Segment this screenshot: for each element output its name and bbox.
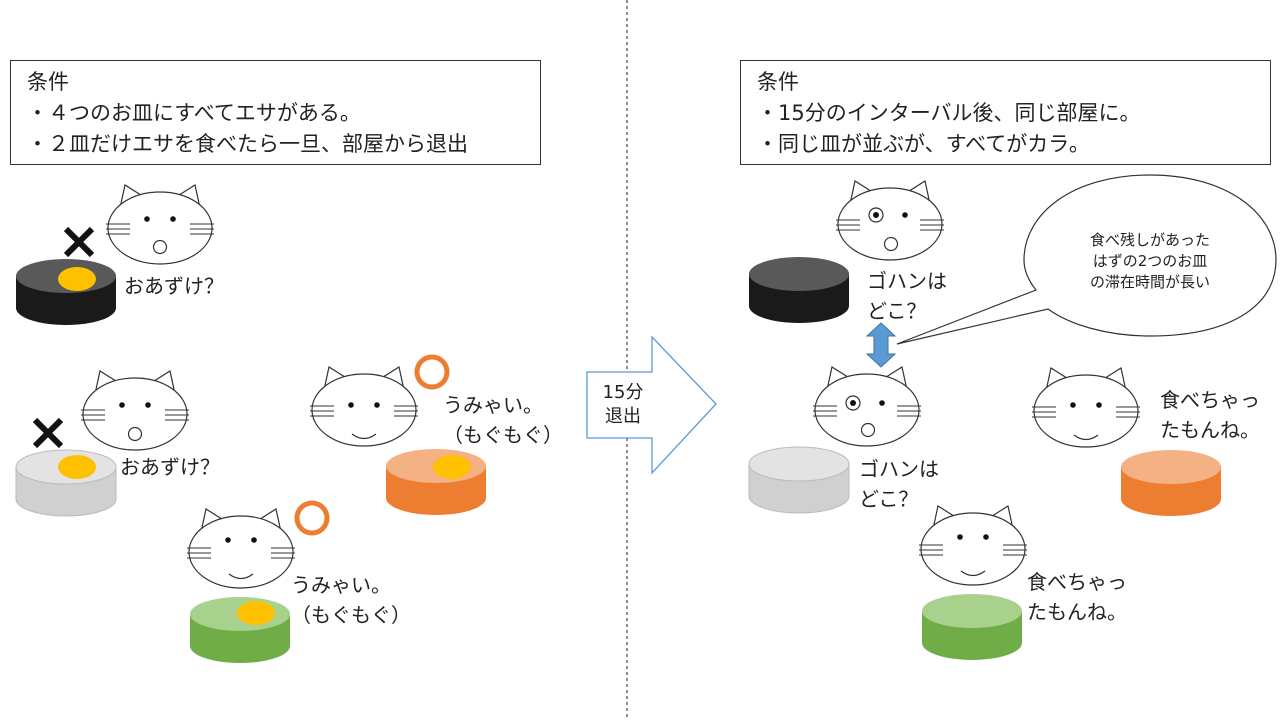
conditions-box-right: 条件 ・15分のインターバル後、同じ部屋に。 ・同じ皿が並ぶが、すべてがカラ。: [740, 60, 1271, 165]
bowl-gray-right: [748, 446, 850, 514]
cat-face-gray-right: [812, 366, 922, 447]
speech-gray-right: ゴハンは どこ？: [859, 454, 939, 514]
bubble-line-2: はずの2つのお皿: [1092, 252, 1208, 270]
speech-bubble: [896, 174, 1277, 345]
transition-line-1: 15分: [602, 382, 644, 403]
bowl-black-left: [16, 259, 116, 325]
speech-orange-left-line-1: うみゃい。: [443, 393, 543, 417]
condition-item-left-2: ・２皿だけエサを食べたら一旦、部屋から退出: [27, 132, 468, 156]
circle-mark-orange: [414, 354, 450, 390]
speech-gray-right-line-2: どこ？: [859, 487, 919, 511]
speech-green-left-line-2: （もぐもぐ）: [291, 603, 411, 627]
bowl-green-right: [922, 594, 1022, 660]
food-gray-left: [58, 455, 96, 479]
speech-orange-right-line-2: たもんね。: [1160, 418, 1260, 442]
bubble-text: 食べ残しがあった はずの2つのお皿 の滞在時間が長い: [1046, 230, 1254, 293]
speech-gray-right-line-1: ゴハンは: [859, 457, 939, 481]
cat-face-orange-right: [1031, 367, 1141, 448]
speech-green-right-line-2: たもんね。: [1027, 600, 1127, 624]
cat-face-green-right: [918, 505, 1028, 586]
speech-gray-left: おあずけ？: [120, 455, 220, 479]
condition-item-right-1: ・15分のインターバル後、同じ部屋に。: [757, 101, 1141, 125]
condition-item-right-2: ・同じ皿が並ぶが、すべてがカラ。: [757, 132, 1090, 156]
transition-line-2: 退出: [605, 406, 641, 427]
speech-green-left: うみゃい。 （もぐもぐ）: [291, 570, 411, 630]
bowl-orange-left: [386, 449, 486, 515]
cat-face-green-left: [186, 508, 296, 589]
bubble-line-3: の滞在時間が長い: [1089, 273, 1210, 291]
speech-black-right-line-1: ゴハンは: [867, 269, 947, 293]
speech-black-right: ゴハンは どこ？: [867, 266, 947, 326]
conditions-title-right: 条件: [757, 70, 799, 94]
transition-arrow: [586, 335, 717, 475]
speech-green-right: 食べちゃっ たもんね。: [1027, 567, 1127, 627]
speech-orange-left-line-2: （もぐもぐ）: [443, 423, 563, 447]
bowl-orange-right: [1121, 450, 1221, 516]
bowl-gray-left: [15, 449, 117, 517]
conditions-title-left: 条件: [27, 70, 69, 94]
cat-face-black-left: [105, 184, 215, 265]
bubble-line-1: 食べ残しがあった: [1089, 231, 1210, 249]
speech-green-right-line-1: 食べちゃっ: [1027, 570, 1127, 594]
speech-black-right-line-2: どこ？: [867, 299, 927, 323]
speech-orange-left: うみゃい。 （もぐもぐ）: [443, 390, 563, 450]
conditions-box-left: 条件 ・４つのお皿にすべてエサがある。 ・２皿だけエサを食べたら一旦、部屋から退…: [10, 60, 541, 165]
cross-mark-gray: [32, 417, 64, 449]
cat-face-orange-left: [309, 366, 419, 447]
food-black-left: [58, 267, 96, 291]
circle-mark-green: [294, 500, 330, 536]
double-arrow: [865, 322, 897, 368]
speech-orange-right: 食べちゃっ たもんね。: [1160, 385, 1260, 445]
bowl-green-left: [190, 597, 290, 663]
food-green-left: [237, 601, 275, 625]
speech-green-left-line-1: うみゃい。: [291, 573, 391, 597]
transition-arrow-label: 15分 退出: [597, 381, 649, 429]
speech-orange-right-line-1: 食べちゃっ: [1160, 388, 1260, 412]
condition-item-left-1: ・４つのお皿にすべてエサがある。: [27, 101, 361, 125]
bowl-black-right: [749, 257, 849, 323]
speech-black-left: おあずけ？: [124, 274, 224, 298]
cat-face-black-right: [835, 180, 945, 261]
food-orange-left: [433, 455, 471, 479]
cat-face-gray-left: [80, 370, 190, 451]
cross-mark-black: [63, 226, 95, 258]
